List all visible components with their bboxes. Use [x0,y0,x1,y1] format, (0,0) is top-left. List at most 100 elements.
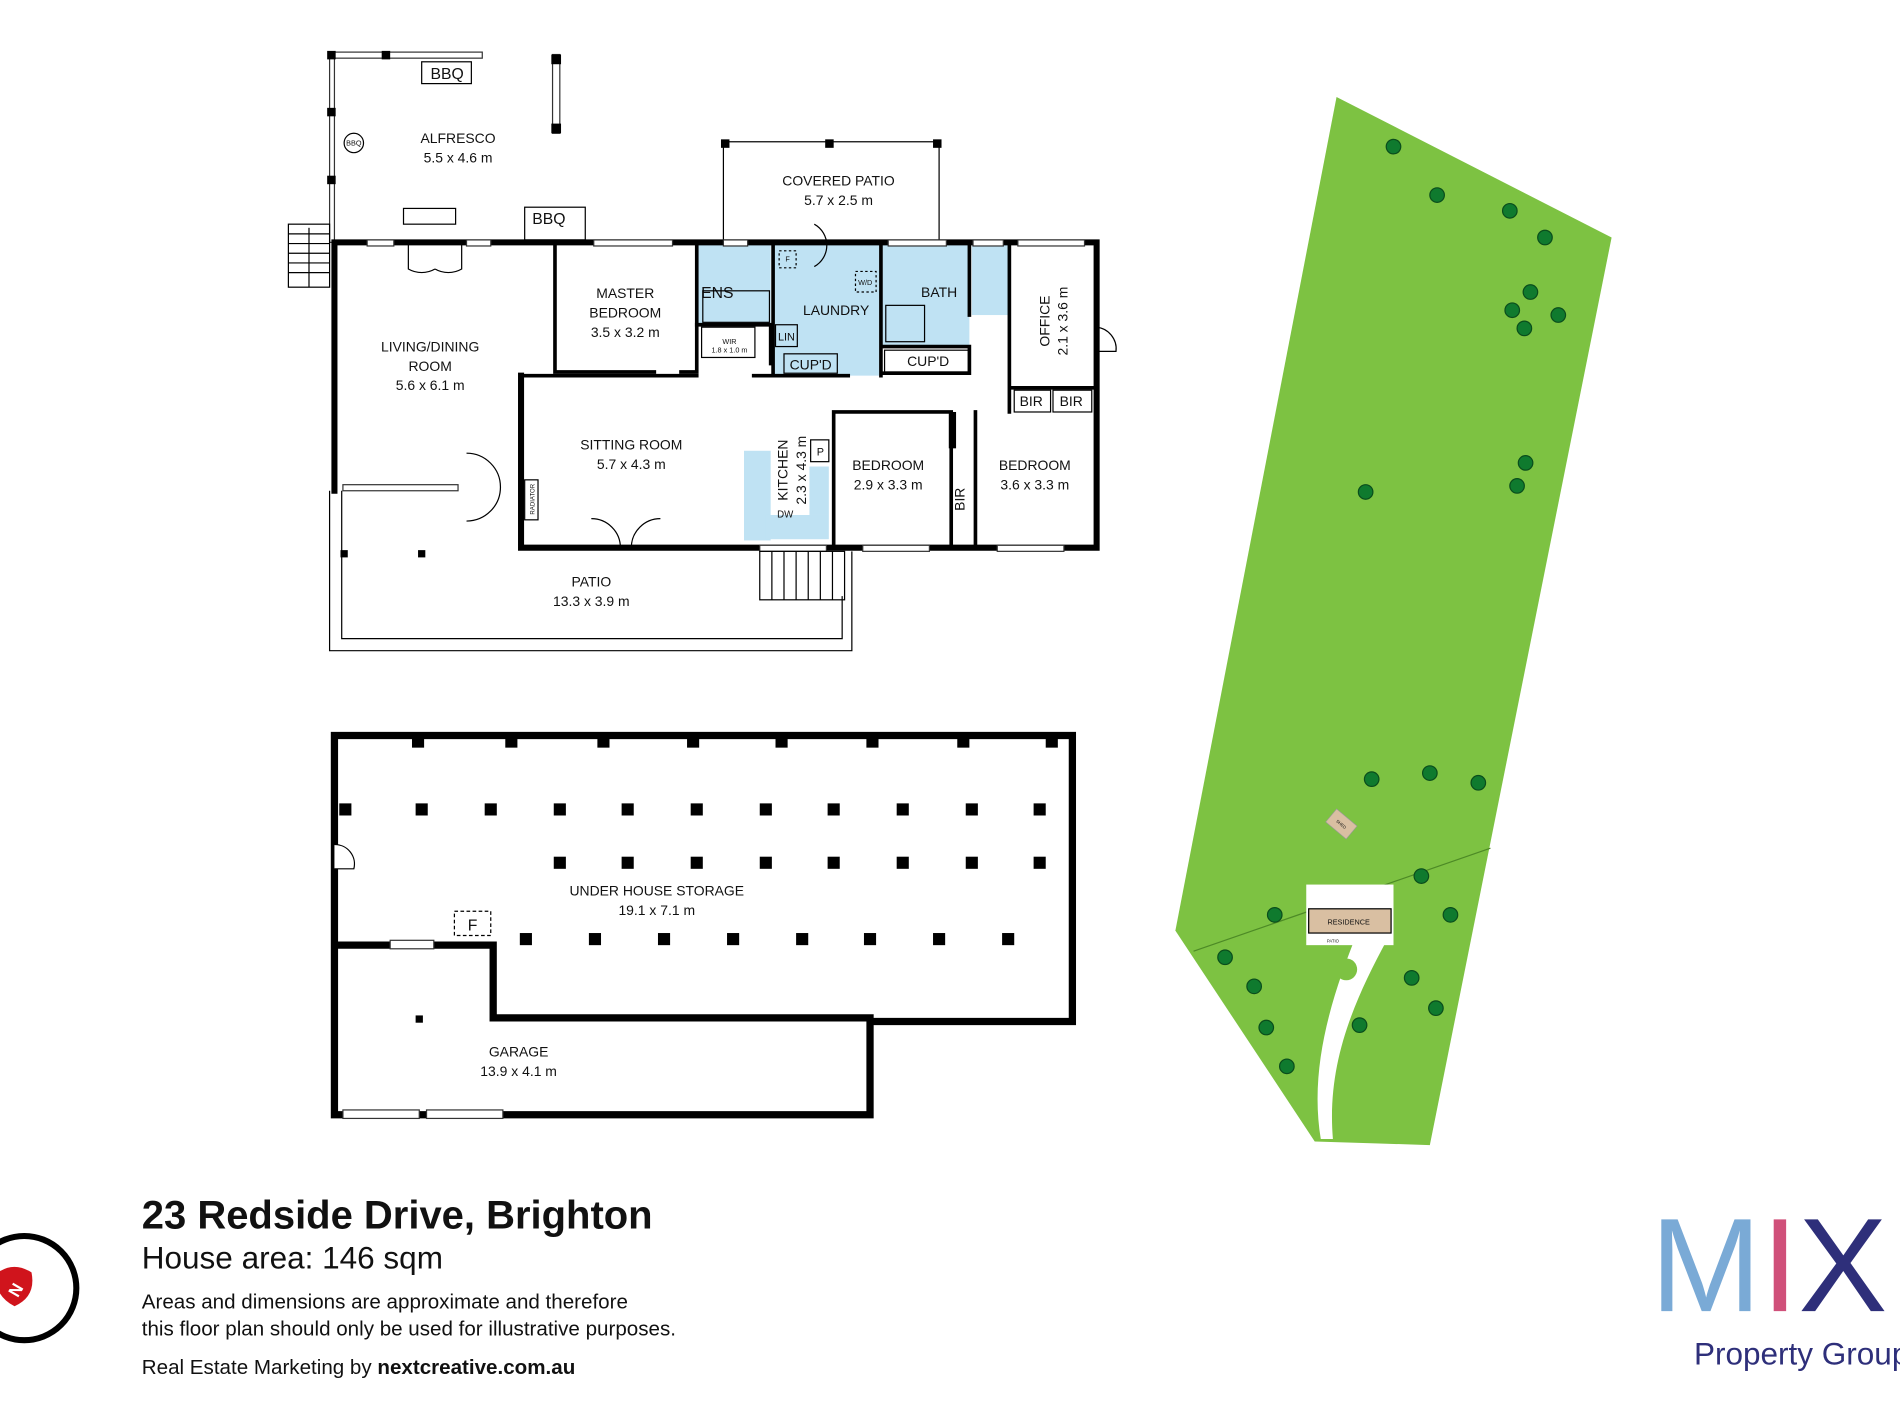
post [863,933,877,946]
post [411,735,425,748]
tree-icon [1246,978,1263,995]
post [866,735,879,748]
credit-prefix: Real Estate Marketing by [142,1356,378,1379]
bedroom-3-label: BEDROOM [999,457,1071,473]
site-plan: RESIDENCE PATIO SHED [1175,96,1612,1146]
toilet-area [971,244,1009,316]
bbq-label-2: BBQ [532,211,565,228]
sitting-label: SITTING ROOM [580,437,682,453]
bir-label-1: BIR [1020,393,1043,409]
living-size: 5.6 x 6.1 m [396,377,465,393]
tree-icon [1537,229,1553,246]
post [775,735,788,748]
post [965,803,978,816]
sitting-size: 5.7 x 4.3 m [597,456,666,472]
alfresco-screen [551,53,561,134]
tree-icon [1385,138,1402,155]
post [588,933,602,946]
french-door [407,242,463,274]
bir-label-3: BIR [952,488,968,511]
patio-size: 13.3 x 3.9 m [553,593,630,609]
post [727,933,740,946]
patio-stairs-icon [759,550,846,601]
tree-icon [1509,478,1525,494]
post [484,803,497,816]
post [597,735,610,748]
upper-floor-plan: BBQ BBQ ALFRESCO 5.5 x 4.6 m BBQ COVERED… [287,50,1117,652]
kitchen-label: KITCHEN [775,440,791,501]
laundry-door [813,223,828,268]
tree-icon [1522,284,1539,300]
tree-icon [1428,1000,1444,1017]
post [505,735,518,748]
garage-label: GARAGE [489,1044,549,1060]
freezer-label: F [468,918,478,935]
mix-logo: MIX Property Group [1650,1191,1900,1371]
alfresco-rail-top [330,51,483,59]
lower-floor-plan: F UNDER HOUSE STORAGE 19.1 x 7.1 m GARAG… [330,731,1077,1120]
bbq-label: BBQ [430,66,463,83]
credit-line: Real Estate Marketing by nextcreative.co… [142,1356,576,1379]
tree-icon [1403,969,1420,986]
bbq-round-label: BBQ [346,138,362,147]
property-address: 23 Redside Drive, Brighton [142,1194,653,1238]
post [965,856,978,869]
north-arrow-icon [0,1266,33,1307]
storage-size: 19.1 x 7.1 m [618,902,695,918]
bath-label: BATH [921,284,957,300]
laundry-label: LAUNDRY [803,302,869,318]
bir-label-2: BIR [1060,393,1083,409]
house-area: House area: 146 sqm [142,1240,443,1276]
linen-label: LIN [778,331,795,343]
tree-icon [1517,455,1534,471]
logo-letters: MIX [1650,1191,1887,1340]
patio-label: PATIO [571,573,611,589]
radiator-label: RADIATOR [530,483,536,514]
disclaimer-line-1: Areas and dimensions are approximate and… [142,1291,628,1314]
patio-outline [328,490,853,652]
bbq-box [421,61,472,85]
wir-size: 1.8 x 1.0 m [711,346,747,355]
post [415,803,428,816]
living-door [466,452,502,522]
covered-patio-label: COVERED PATIO [782,172,895,188]
alfresco-rail [328,53,336,243]
post [687,735,700,748]
post [1002,933,1015,946]
tree-icon [1421,765,1438,781]
post [1045,735,1058,748]
tree-icon [1258,1019,1275,1036]
washer-dryer-label: W/D [858,278,872,287]
tree-icon [1357,484,1374,500]
tree-icon [1363,771,1380,788]
tree-icon [1217,949,1233,966]
bedroom-3-size: 3.6 x 3.3 m [1000,477,1069,493]
post [690,856,703,869]
post [1033,856,1046,869]
covered-patio-size: 5.7 x 2.5 m [804,192,873,208]
alfresco-label: ALFRESCO [421,130,496,146]
residence-building [1308,908,1392,934]
tree-icon [1413,868,1430,884]
post [896,856,909,869]
office-door [1096,326,1117,353]
tree-icon [1351,1017,1368,1034]
post [553,856,566,869]
post [1033,803,1046,816]
tree-icon [1550,307,1567,323]
master-label-2: BEDROOM [589,304,661,320]
tree-icon [1442,906,1459,923]
post [553,803,566,816]
storage-posts [339,735,1058,946]
post [759,856,772,869]
post [690,803,703,816]
lot-boundary [1175,96,1612,1146]
tree-icon [1470,774,1487,791]
tree-icon [1278,1058,1295,1075]
exterior-walls [331,239,1100,551]
bathroom-area [882,244,970,347]
wir-label: WIR [722,337,736,346]
living-label: LIVING/DINING [381,338,479,354]
post [933,933,946,946]
